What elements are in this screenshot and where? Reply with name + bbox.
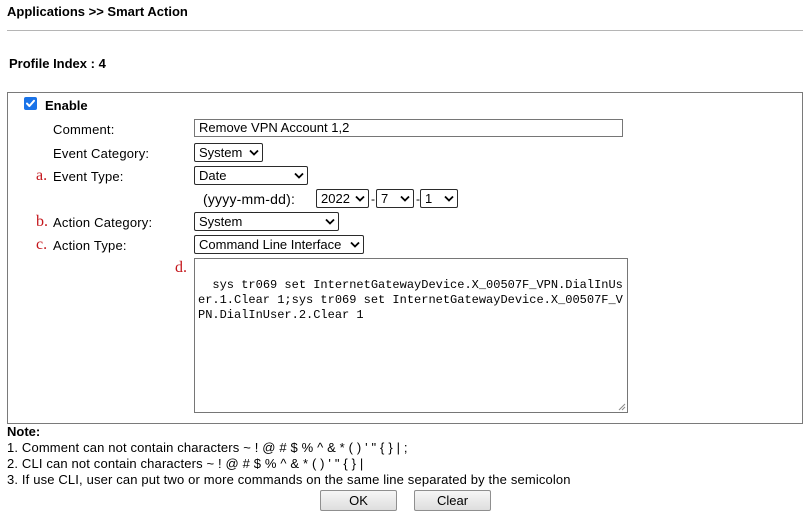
date-year-select[interactable]: 2022 [316, 189, 369, 208]
action-category-label: Action Category: [53, 215, 153, 230]
cli-textarea[interactable]: sys tr069 set InternetGatewayDevice.X_00… [194, 258, 628, 413]
breadcrumb: Applications >> Smart Action [7, 4, 188, 19]
enable-checkbox[interactable] [24, 97, 37, 110]
comment-label: Comment: [53, 122, 115, 137]
marker-a: a. [36, 167, 48, 184]
date-separator: - [416, 192, 420, 206]
action-type-select[interactable]: Command Line Interface [194, 235, 364, 254]
chevron-down-icon [400, 195, 410, 202]
profile-index: Profile Index : 4 [9, 56, 106, 71]
event-category-value: System [199, 145, 243, 160]
event-type-value: Date [199, 168, 227, 183]
chevron-down-icon [444, 195, 454, 202]
date-month-select[interactable]: 7 [376, 189, 414, 208]
date-separator: - [371, 192, 375, 206]
date-day-value: 1 [425, 191, 433, 206]
note-title: Note: [7, 424, 41, 439]
date-day-select[interactable]: 1 [420, 189, 458, 208]
header-divider [7, 30, 803, 31]
resize-grip-icon[interactable] [617, 402, 626, 411]
note-item: 1. Comment can not contain characters ~ … [7, 440, 408, 455]
chevron-down-icon [350, 241, 360, 248]
ok-button[interactable]: OK [320, 490, 397, 511]
event-type-label: Event Type: [53, 169, 124, 184]
date-format-label: (yyyy-mm-dd): [203, 191, 296, 207]
note-item: 2. CLI can not contain characters ~ ! @ … [7, 456, 364, 471]
comment-input[interactable]: Remove VPN Account 1,2 [194, 119, 623, 137]
action-type-label: Action Type: [53, 238, 127, 253]
clear-button[interactable]: Clear [414, 490, 491, 511]
chevron-down-icon [355, 195, 365, 202]
action-type-value: Command Line Interface [199, 237, 342, 252]
chevron-down-icon [325, 218, 335, 225]
event-category-select[interactable]: System [194, 143, 263, 162]
event-category-label: Event Category: [53, 146, 150, 161]
date-year-value: 2022 [321, 191, 350, 206]
date-month-value: 7 [381, 191, 389, 206]
note-item: 3. If use CLI, user can put two or more … [7, 472, 571, 487]
event-type-select[interactable]: Date [194, 166, 308, 185]
action-category-select[interactable]: System [194, 212, 339, 231]
chevron-down-icon [249, 149, 259, 156]
cli-text: sys tr069 set InternetGatewayDevice.X_00… [198, 278, 623, 322]
action-category-value: System [199, 214, 243, 229]
marker-b: b. [36, 213, 48, 230]
enable-label: Enable [45, 98, 88, 113]
marker-c: c. [36, 236, 48, 253]
settings-panel [7, 92, 803, 424]
marker-d: d. [175, 259, 187, 276]
check-icon [26, 99, 35, 107]
chevron-down-icon [294, 172, 304, 179]
